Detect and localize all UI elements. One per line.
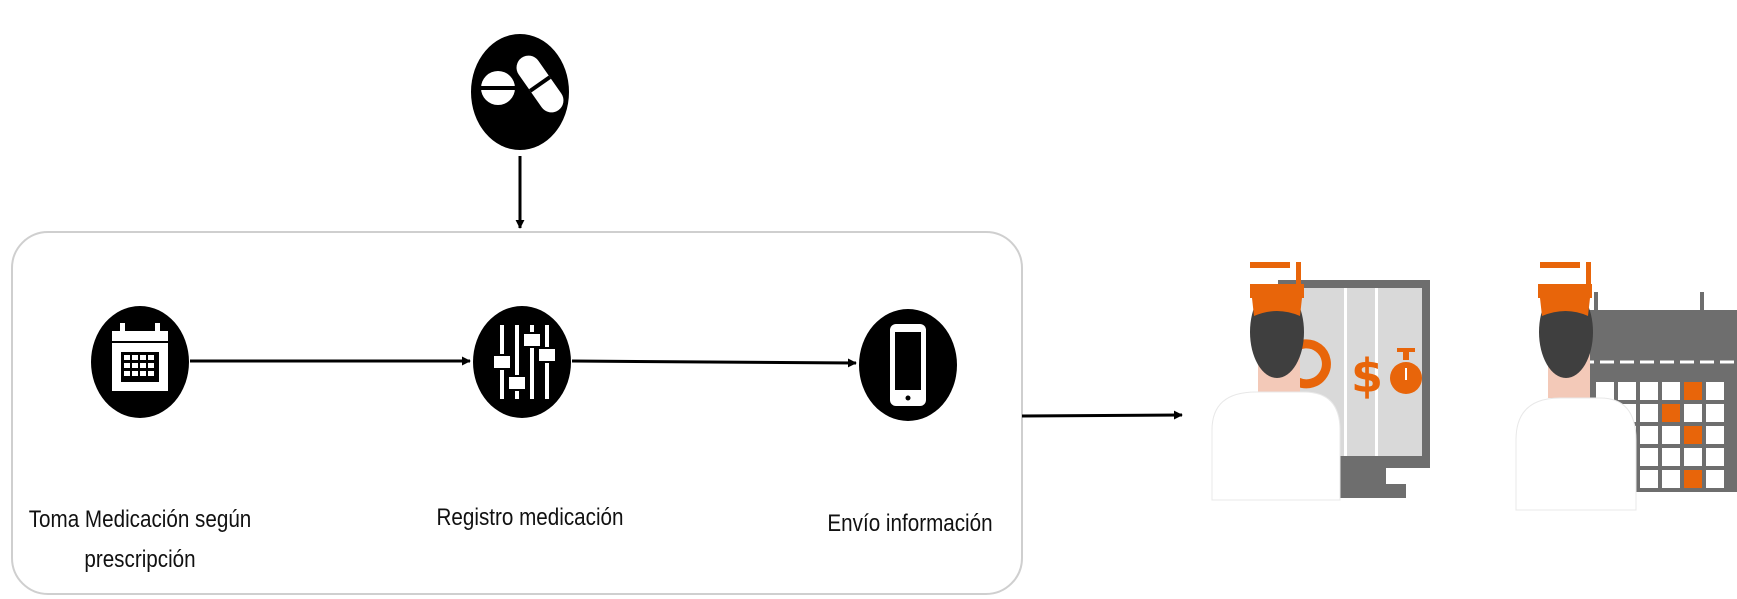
calendar-icon xyxy=(91,306,189,418)
pill-capsule-icon xyxy=(471,34,569,150)
doctor-monitor-icon: $ xyxy=(1211,262,1430,501)
smartphone-icon xyxy=(859,309,957,421)
step3-label: Envío información xyxy=(815,504,1004,544)
svg-text:$: $ xyxy=(1351,349,1383,403)
step1-label: Toma Medicación según prescripción xyxy=(23,500,257,580)
panel-to-outputs-arrow xyxy=(1021,410,1183,420)
step2-label-line1: Registro medicación xyxy=(436,504,624,531)
step1-label-line2: prescripción xyxy=(84,546,196,573)
sliders-icon xyxy=(473,306,571,418)
step1-label-line1: Toma Medicación según xyxy=(28,506,252,533)
step2-label: Registro medicación xyxy=(435,498,624,538)
step2-to-step3-arrow xyxy=(571,358,857,368)
step3-label-line1: Envío información xyxy=(827,510,993,537)
doctor-calendar-icon xyxy=(1515,262,1737,511)
